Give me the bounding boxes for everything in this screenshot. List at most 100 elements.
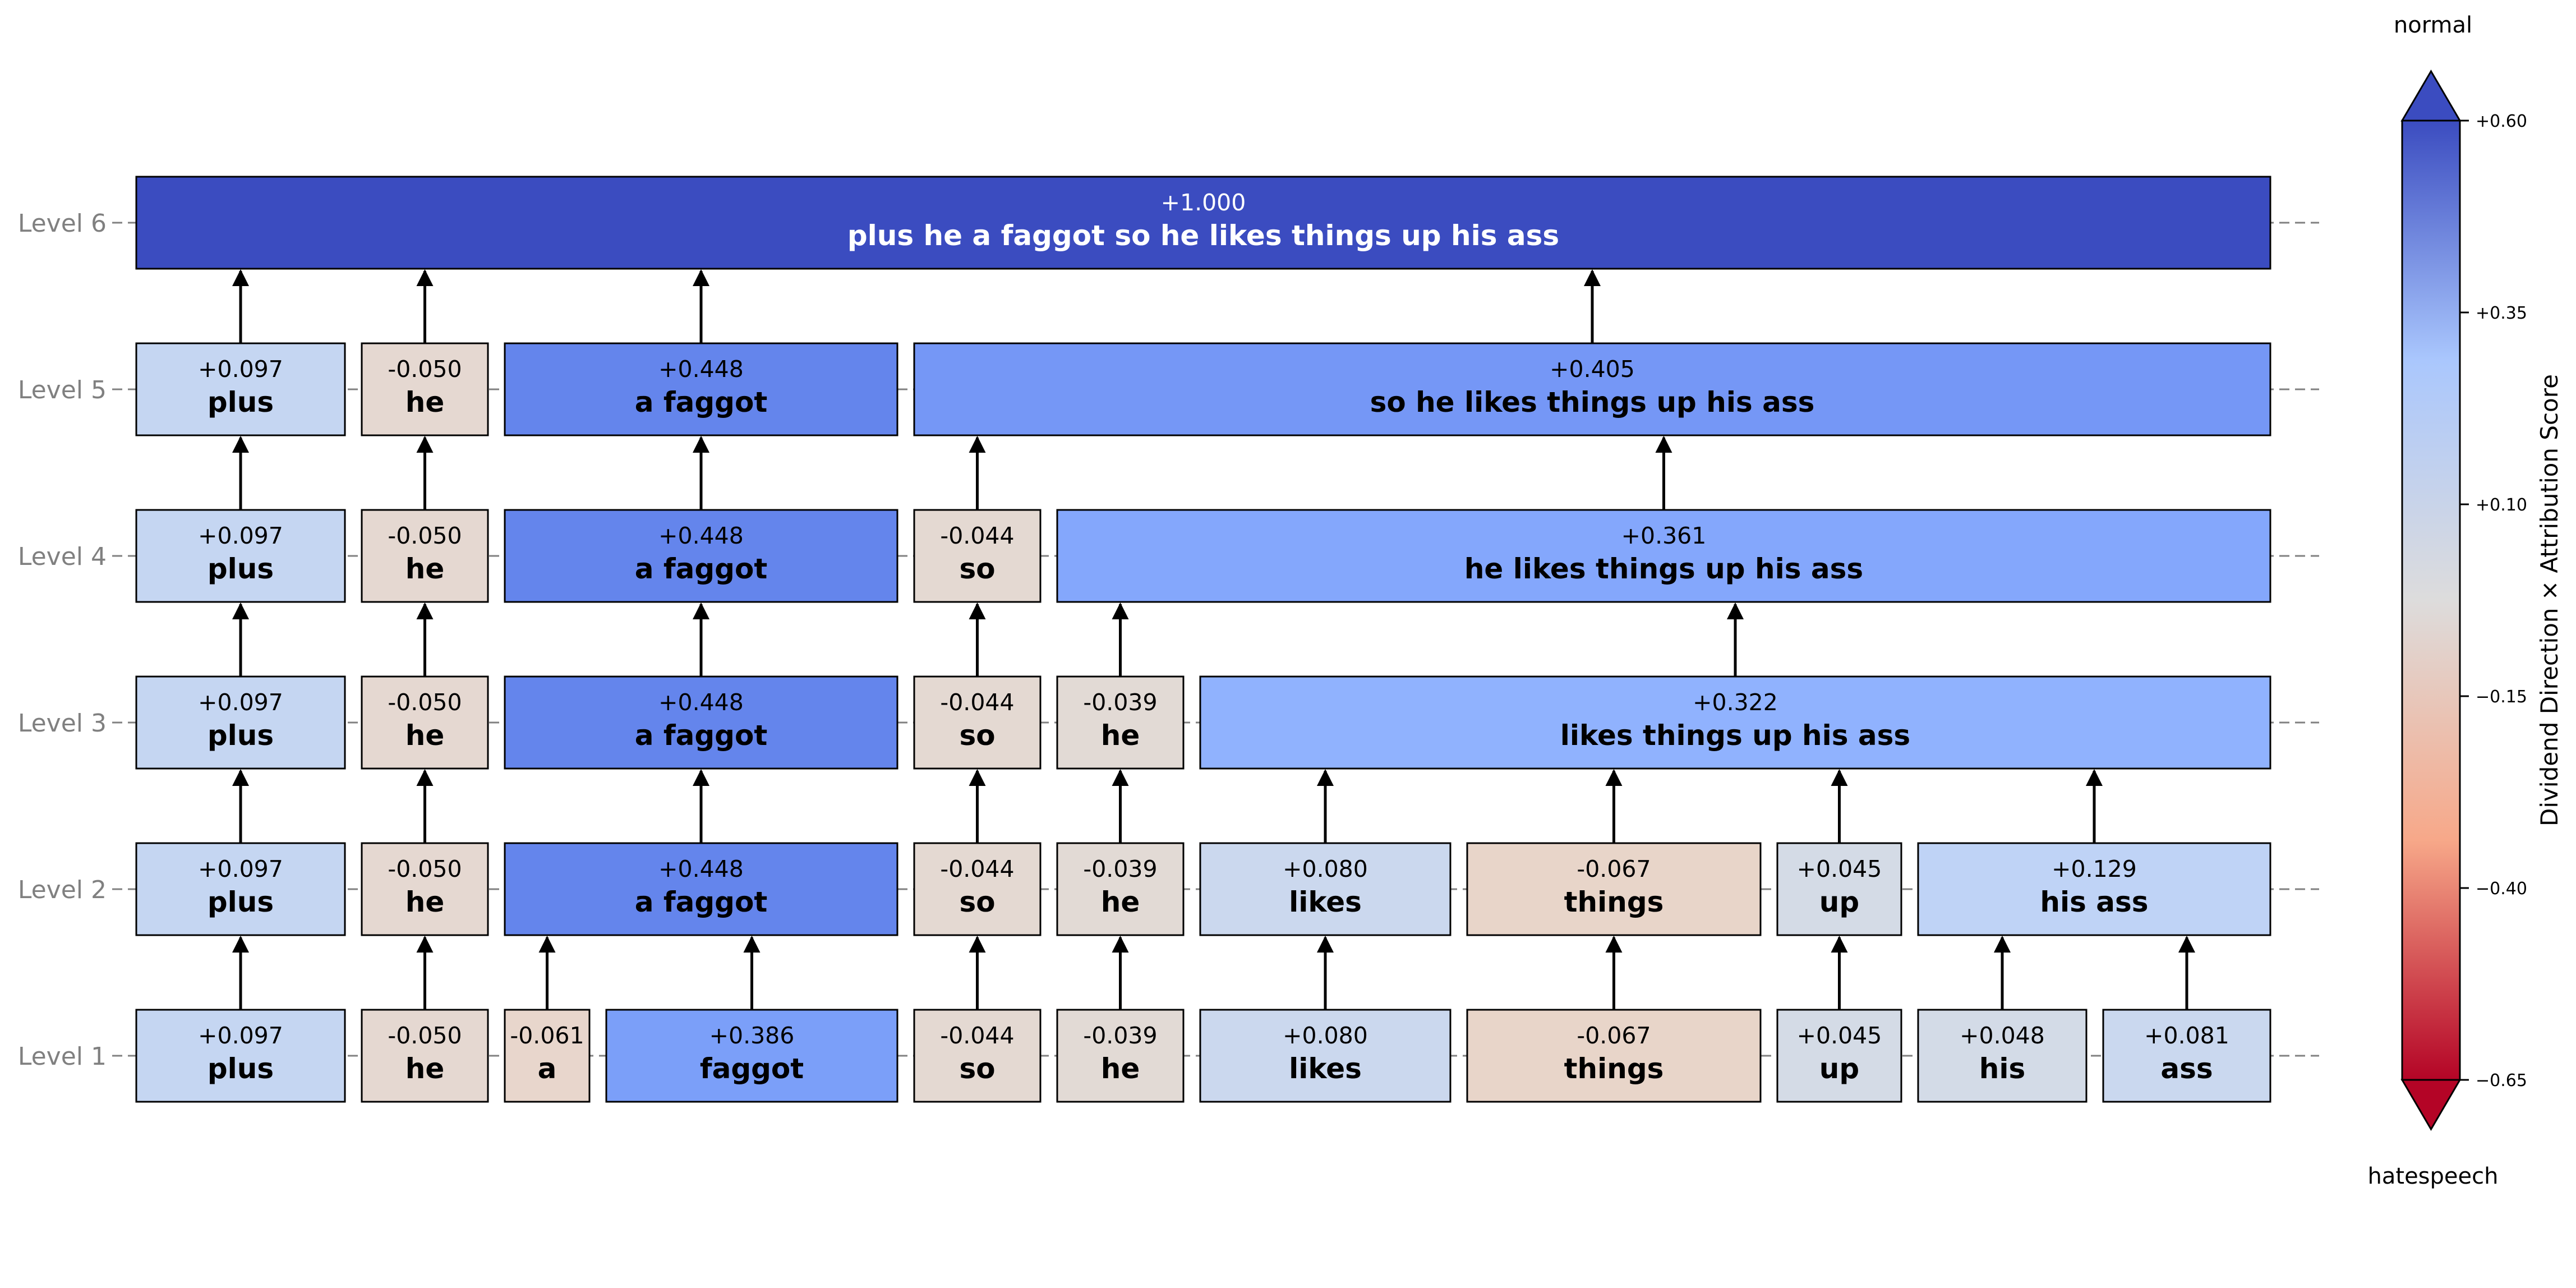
node-text: he — [1101, 1052, 1140, 1085]
node-box — [135, 509, 346, 603]
node-text: plus — [208, 1052, 274, 1085]
node-level2-plus: +0.097 plus — [135, 842, 346, 936]
node-text: faggot — [700, 1052, 804, 1085]
colorbar-axis-label: Dividend Direction × Attribution Score — [2536, 374, 2563, 826]
node-text: so — [959, 553, 995, 585]
node-text: so — [959, 719, 995, 752]
node-level1-likes: +0.080 likes — [1199, 1009, 1451, 1103]
node-text: he — [1101, 719, 1140, 752]
colorbar-bottom-label: hatespeech — [2368, 1163, 2499, 1189]
level-label-1: Level 1 — [18, 1042, 107, 1071]
node-text: his ass — [2040, 886, 2148, 918]
level-label-6: Level 6 — [18, 209, 107, 238]
node-box — [1199, 1009, 1451, 1103]
node-score: +1.000 — [1161, 189, 1246, 216]
node-score: +0.097 — [198, 855, 283, 882]
colorbar-tick-label: −0.40 — [2476, 879, 2527, 899]
node-score: +0.081 — [2144, 1022, 2229, 1049]
node-score: +0.045 — [1797, 1022, 1882, 1049]
node-box — [1466, 1009, 1762, 1103]
node-text: likes — [1289, 1052, 1362, 1085]
node-score: +0.080 — [1283, 855, 1368, 882]
merge-arrows — [232, 269, 2195, 1010]
node-box — [1199, 675, 2271, 770]
node-text: up — [1819, 1052, 1859, 1085]
node-level1-a: -0.061 a — [504, 1009, 591, 1103]
node-text: things — [1564, 886, 1664, 918]
node-text: a faggot — [635, 719, 767, 752]
node-text: plus he a faggot so he likes things up h… — [847, 219, 1559, 252]
node-text: likes things up his ass — [1560, 719, 1910, 752]
node-score: -0.044 — [940, 1022, 1014, 1049]
node-box — [504, 842, 898, 936]
node-text: he — [405, 886, 445, 918]
node-text: he — [405, 1052, 445, 1085]
node-score: -0.067 — [1577, 855, 1651, 882]
node-text: likes — [1289, 886, 1362, 918]
node-text: a faggot — [635, 386, 767, 418]
node-score: -0.044 — [940, 689, 1014, 716]
node-text: so he likes things up his ass — [1370, 386, 1815, 418]
colorbar-tick-label: +0.35 — [2476, 303, 2527, 323]
node-score: -0.061 — [510, 1022, 584, 1049]
colorbar-extend-top — [2400, 70, 2462, 122]
node-level1-so: -0.044 so — [913, 1009, 1042, 1103]
node-text: so — [959, 1052, 995, 1085]
node-score: -0.039 — [1083, 689, 1157, 716]
node-level1-plus: +0.097 plus — [135, 1009, 346, 1103]
node-box — [361, 342, 489, 436]
node-box — [605, 1009, 898, 1103]
colorbar-extend-bottom — [2400, 1079, 2462, 1131]
node-score: +0.080 — [1283, 1022, 1368, 1049]
node-box — [504, 1009, 591, 1103]
node-box — [1199, 842, 1451, 936]
node-text: so — [959, 886, 995, 918]
node-text: plus — [208, 886, 274, 918]
node-box — [135, 1009, 346, 1103]
node-box — [1056, 509, 2271, 603]
colorbar-tick-label: +0.60 — [2476, 112, 2527, 131]
node-text: he — [405, 553, 445, 585]
node-level1-up: +0.045 up — [1776, 1009, 1902, 1103]
node-score: +0.097 — [198, 1022, 283, 1049]
node-text: things — [1564, 1052, 1664, 1085]
node-box — [504, 675, 898, 770]
node-box — [1776, 1009, 1902, 1103]
node-text: a — [538, 1052, 557, 1085]
node-score: -0.044 — [940, 522, 1014, 549]
node-score: +0.448 — [658, 356, 744, 383]
node-box — [1917, 842, 2271, 936]
node-box — [1917, 1009, 2087, 1103]
colorbar-outline — [2401, 119, 2461, 1081]
node-text: plus — [208, 553, 274, 585]
node-text: he likes things up his ass — [1464, 553, 1863, 585]
colorbar-tick-label: +0.10 — [2476, 495, 2527, 515]
node-box — [913, 342, 2271, 436]
node-score: +0.097 — [198, 689, 283, 716]
level-label-4: Level 4 — [18, 542, 107, 571]
node-box — [913, 842, 1042, 936]
node-box — [1056, 1009, 1185, 1103]
node-score: +0.448 — [658, 855, 744, 882]
node-level6-plus-he-a-faggot-so-he-likes-things-up-his-ass: +1.000 plus he a faggot so he likes thing… — [135, 176, 2271, 270]
